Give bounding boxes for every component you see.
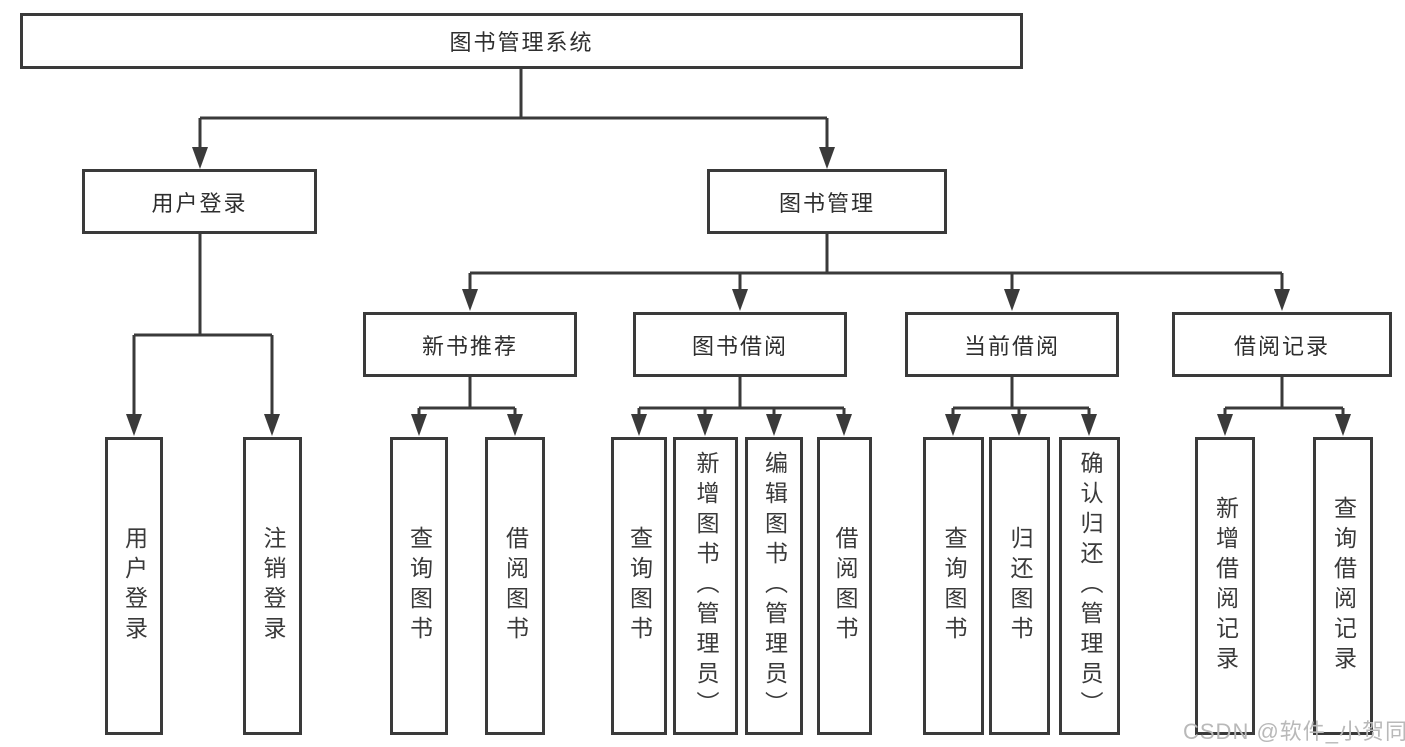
node-label: 新增借阅记录 bbox=[1212, 496, 1239, 676]
node-label: 用户登录 bbox=[121, 526, 148, 646]
node-label: 借阅图书 bbox=[502, 526, 529, 646]
node-label: 图书管理 bbox=[778, 190, 875, 216]
leaf-query-books-recommend: 查询图书 bbox=[390, 437, 448, 735]
leaf-return-books: 归还图书 bbox=[989, 437, 1050, 735]
node-label: 查询图书 bbox=[626, 526, 653, 646]
leaf-user-login: 用户登录 bbox=[105, 437, 163, 735]
leaf-add-borrow-record: 新增借阅记录 bbox=[1195, 437, 1255, 735]
node-borrowing-records: 借阅记录 bbox=[1172, 312, 1392, 377]
node-library-management-system: 图书管理系统 bbox=[20, 13, 1023, 69]
node-label: 新增图书（管理员） bbox=[693, 451, 719, 721]
connector-path bbox=[132, 69, 1345, 432]
leaf-query-borrow-record: 查询借阅记录 bbox=[1313, 437, 1373, 735]
leaf-confirm-return-admin: 确认归还（管理员） bbox=[1059, 437, 1120, 735]
leaf-add-books-admin: 新增图书（管理员） bbox=[673, 437, 738, 735]
node-label: 借阅图书 bbox=[832, 526, 858, 646]
leaf-logout-login: 注销登录 bbox=[243, 437, 302, 735]
node-label: 图书借阅 bbox=[691, 333, 788, 359]
node-current-borrowing: 当前借阅 bbox=[905, 312, 1119, 377]
node-label: 用户登录 bbox=[151, 190, 248, 216]
node-label: 查询图书 bbox=[941, 526, 967, 646]
leaf-edit-books-admin: 编辑图书（管理员） bbox=[745, 437, 803, 735]
node-label: 归还图书 bbox=[1007, 526, 1033, 646]
leaf-borrow-books-borrowing: 借阅图书 bbox=[817, 437, 872, 735]
leaf-query-books-current: 查询图书 bbox=[923, 437, 984, 735]
node-label: 新书推荐 bbox=[421, 333, 518, 359]
node-label: 查询图书 bbox=[406, 526, 433, 646]
node-label: 借阅记录 bbox=[1233, 333, 1330, 359]
node-label: 当前借阅 bbox=[963, 333, 1060, 359]
node-new-book-recommend: 新书推荐 bbox=[363, 312, 577, 377]
leaf-borrow-books-recommend: 借阅图书 bbox=[485, 437, 545, 735]
node-user-login: 用户登录 bbox=[82, 169, 317, 234]
node-label: 编辑图书（管理员） bbox=[761, 451, 788, 721]
node-label: 确认归还（管理员） bbox=[1077, 451, 1103, 721]
node-book-management: 图书管理 bbox=[707, 169, 947, 234]
leaf-query-books-borrowing: 查询图书 bbox=[611, 437, 667, 735]
node-book-borrowing: 图书借阅 bbox=[633, 312, 847, 377]
node-label: 图书管理系统 bbox=[449, 30, 594, 55]
node-label: 查询借阅记录 bbox=[1330, 496, 1357, 676]
watermark: CSDN @软件_小贺同学 bbox=[1183, 719, 1405, 744]
node-label: 注销登录 bbox=[260, 526, 286, 646]
